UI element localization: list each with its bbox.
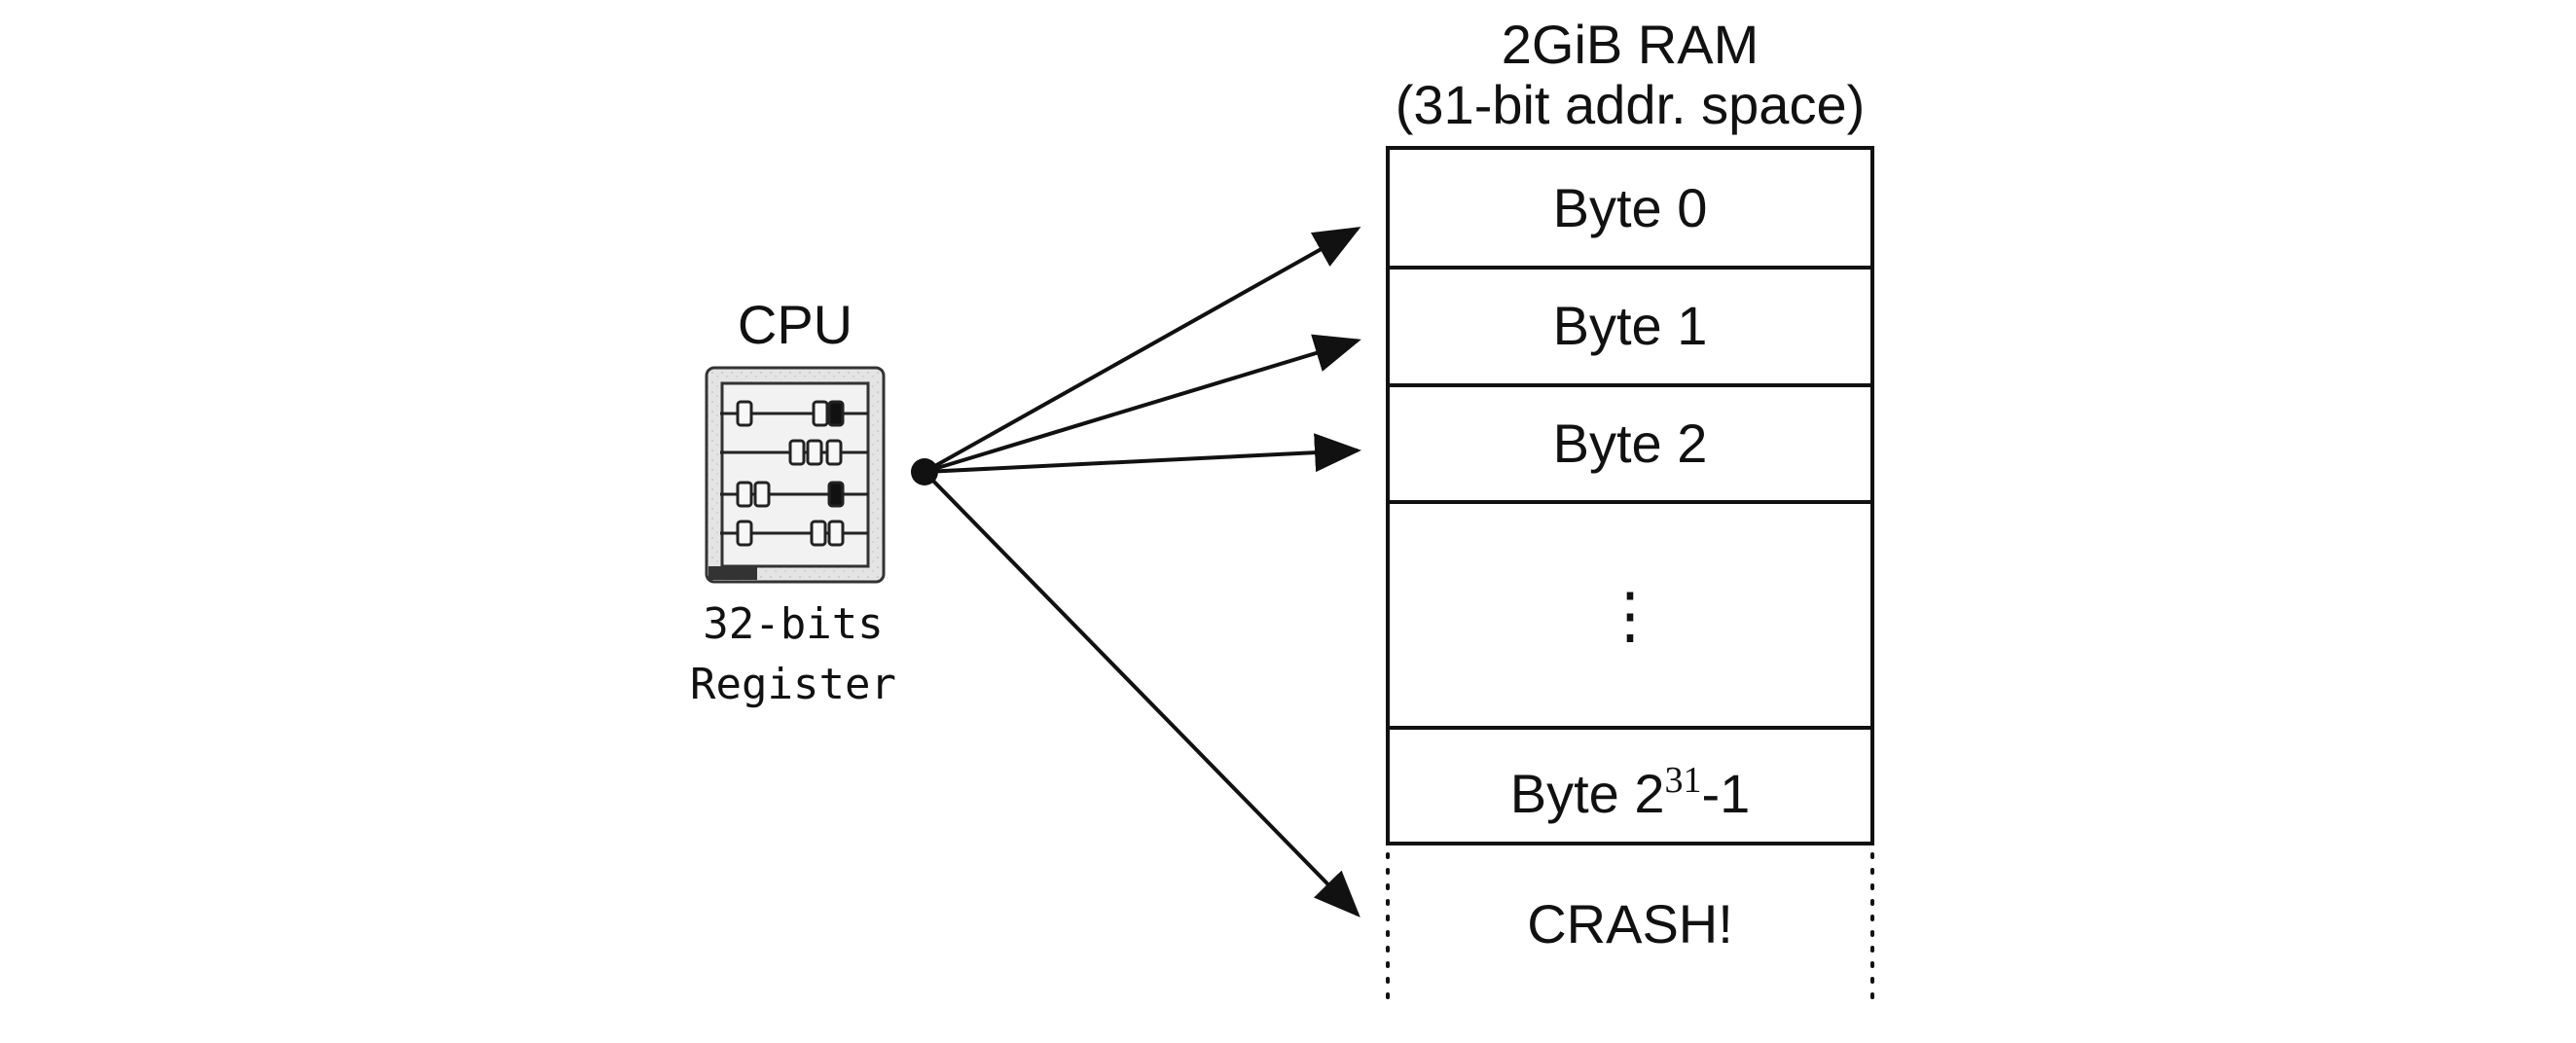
crash-label: CRASH! xyxy=(1527,893,1733,954)
last-byte-prefix: Byte 2 xyxy=(1509,763,1665,824)
byte-0-cell: Byte 0 xyxy=(1552,177,1708,238)
ram-title-line1: 2GiB RAM xyxy=(1501,14,1760,75)
register-caption-line1: 32-bits xyxy=(703,599,884,649)
arrow-to-crash xyxy=(923,470,1361,917)
last-byte-exponent: 31 xyxy=(1664,760,1702,802)
byte-1-cell: Byte 1 xyxy=(1552,295,1708,356)
arrow-to-byte-1 xyxy=(924,334,1361,474)
register-caption-line2: Register xyxy=(690,660,896,709)
ram-table xyxy=(1386,146,1874,845)
cpu-register-icon xyxy=(705,366,886,584)
cpu-title: CPU xyxy=(737,294,853,355)
overflow-region xyxy=(1386,852,1874,1009)
byte-2-cell: Byte 2 xyxy=(1552,413,1708,474)
ram-title-line2: (31-bit addr. space) xyxy=(1395,74,1866,135)
last-byte-cell: Byte 231-1 xyxy=(1388,762,1872,821)
ellipsis-cell: ⋮ xyxy=(1599,580,1661,650)
arrow-to-byte-0 xyxy=(924,227,1361,474)
last-byte-suffix: -1 xyxy=(1701,763,1751,824)
arrow-to-byte-2 xyxy=(924,433,1361,474)
